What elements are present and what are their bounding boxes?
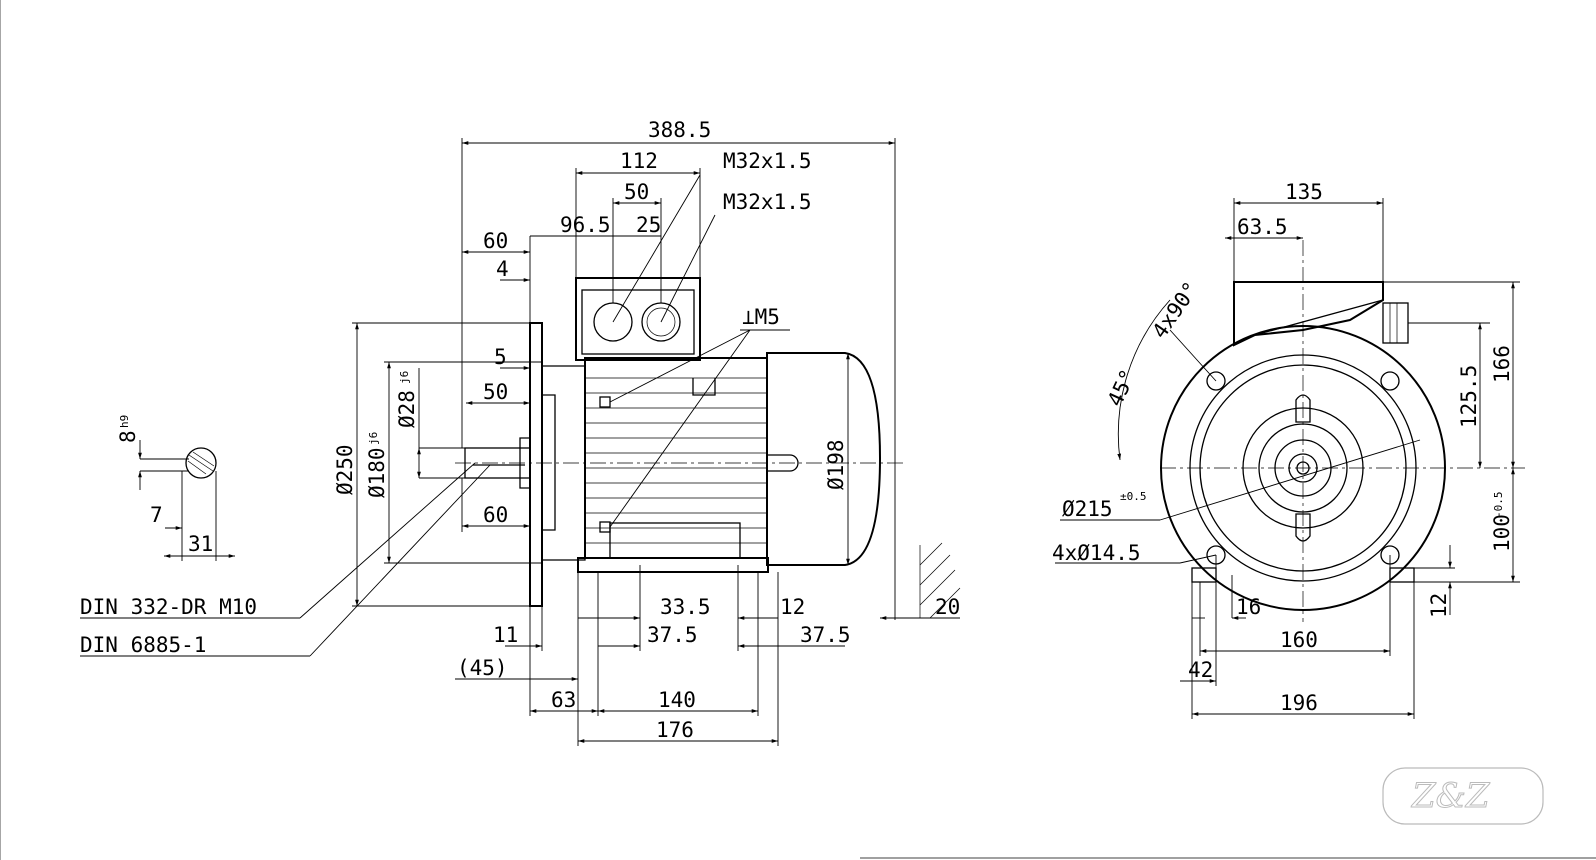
dim-flange-5: 5: [494, 345, 507, 369]
dim-end-16: 16: [1236, 595, 1261, 619]
dim-key-7: 7: [150, 503, 163, 527]
feet: [577, 557, 769, 573]
dim-end-125-5: 125.5: [1457, 365, 1481, 428]
fan-cover: [766, 352, 882, 566]
dim-45: (45): [457, 656, 508, 680]
dim-end-100: 100: [1490, 514, 1514, 552]
dim-offset-96-5: 96.5: [560, 213, 611, 237]
dim-end-215: Ø215: [1062, 497, 1113, 521]
end-view: [1160, 240, 1525, 622]
end-cable-gland: [1382, 302, 1409, 344]
dim-end-166: 166: [1490, 345, 1514, 383]
cooling-fins: [585, 377, 767, 544]
dim-key-8: 8: [116, 430, 140, 443]
shaft-section-circle: [185, 447, 217, 479]
dim-end-42: 42: [1188, 658, 1213, 682]
dim-end-4x90: 4x90°: [1147, 277, 1203, 343]
logo-text: Z&Z: [1411, 776, 1491, 816]
dim-dia-28-tol: j6: [398, 371, 411, 384]
dim-gland-top: M32x1.5: [723, 149, 812, 173]
shaft-shoulder: [519, 437, 531, 489]
dim-dia-180-tol: j6: [367, 432, 380, 445]
dim-20: 20: [935, 595, 960, 619]
dim-dia-198: Ø198: [824, 439, 848, 490]
dim-dia-180: Ø180: [365, 447, 389, 498]
dim-box-width: 112: [620, 149, 658, 173]
dim-end-160: 160: [1280, 628, 1318, 652]
dim-offset-25: 25: [636, 213, 661, 237]
labels: 388.5 112 M32x1.5 M32x1.5 50 96.5 25 60 …: [80, 118, 1514, 742]
dim-end-196: 196: [1280, 691, 1318, 715]
dim-end-63-5: 63.5: [1237, 215, 1288, 239]
earth-screw-bottom: [599, 521, 611, 533]
dim-flange-4: 4: [496, 257, 509, 281]
dim-12-side: 12: [780, 595, 805, 619]
dim-shaft-60: 60: [483, 503, 508, 527]
end-rib-top: [1295, 394, 1311, 423]
bolt-hole-tl: [1206, 371, 1226, 391]
dim-end-135: 135: [1285, 180, 1323, 204]
ground-hatch: [919, 542, 961, 619]
dim-176: 176: [656, 718, 694, 742]
spigot: [542, 394, 556, 531]
dim-end-100-tol: -0.5: [1492, 492, 1505, 519]
dim-end-45: 45°: [1103, 366, 1141, 411]
bolt-hole-tr: [1380, 371, 1400, 391]
dim-end-12: 12: [1427, 593, 1451, 618]
label-din-6885: DIN 6885-1: [80, 633, 206, 657]
dim-dia-28: Ø28: [395, 390, 419, 428]
end-dimensions: [1055, 198, 1520, 719]
end-terminal-box: [1233, 281, 1384, 347]
dim-end-215-tol: ±0.5: [1120, 490, 1147, 503]
terminal-box: [575, 277, 701, 361]
dim-key-31: 31: [188, 532, 213, 556]
dim-shaft-50: 50: [483, 380, 508, 404]
dim-37-5-b: 37.5: [800, 623, 851, 647]
dim-overall-length: 388.5: [648, 118, 711, 142]
dim-end-4x14-5: 4xØ14.5: [1052, 541, 1141, 565]
shaft-key-section: [138, 440, 235, 561]
label-din-332: DIN 332-DR M10: [80, 595, 257, 619]
earth-terminal: [767, 454, 799, 472]
foot-pad: [609, 522, 741, 559]
side-dimensions: [80, 138, 960, 746]
dim-earth-m5: ⊥M5: [742, 305, 780, 329]
dim-37-5-a: 37.5: [647, 623, 698, 647]
dim-11: 11: [493, 623, 518, 647]
dim-gland-second: M32x1.5: [723, 190, 812, 214]
terminal-box-lid: [581, 289, 695, 355]
side-view: [464, 277, 961, 619]
end-rib-bottom: [1295, 513, 1311, 542]
earth-screw-top: [599, 396, 611, 408]
dim-key-8-tol: h9: [118, 415, 131, 428]
zz-logo: Z&Z: [1382, 767, 1544, 825]
dim-33-5: 33.5: [660, 595, 711, 619]
dim-flange-60-top: 60: [483, 229, 508, 253]
dim-63: 63: [551, 688, 576, 712]
dim-dia-250: Ø250: [333, 444, 357, 495]
flange-plate: [529, 322, 543, 607]
lifting-eye: [692, 378, 716, 396]
dim-spacing-50: 50: [624, 180, 649, 204]
dim-140: 140: [658, 688, 696, 712]
